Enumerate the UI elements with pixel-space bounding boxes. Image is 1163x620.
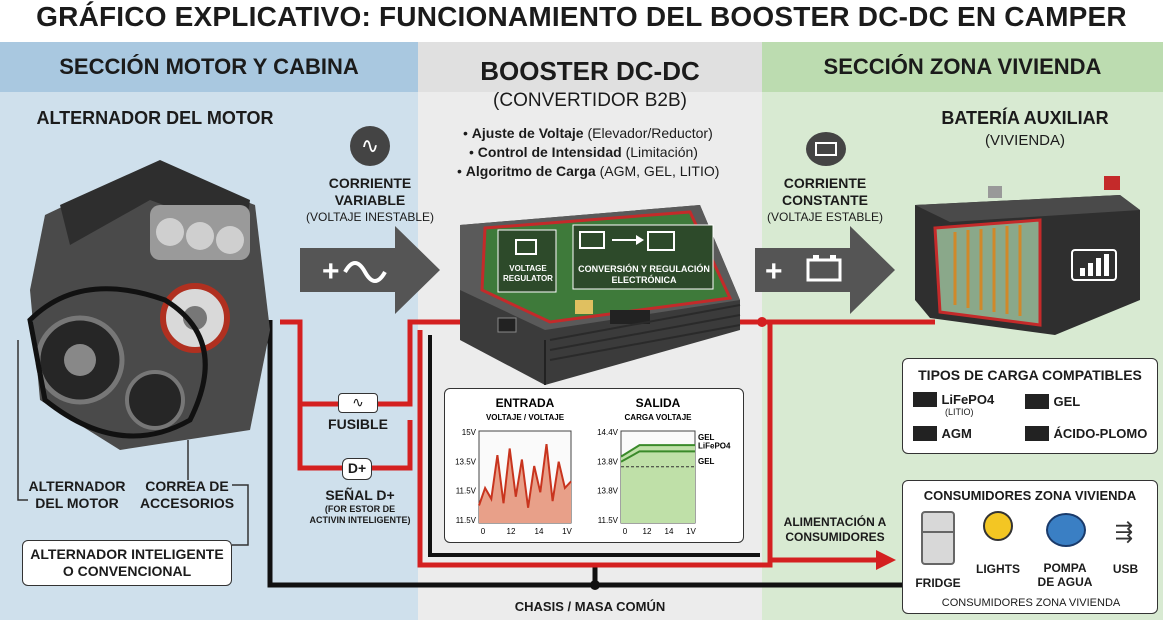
feature-list: • Ajuste de Voltaje (Elevador/Reductor) …	[455, 124, 755, 181]
smart-alternator-label: ALTERNADOR INTELIGENTE O CONVENCIONAL	[22, 540, 232, 586]
chassis-node	[590, 580, 600, 590]
x-tick-label: 12	[643, 527, 652, 536]
y-tick-label: 13.8V	[597, 487, 619, 496]
variable-current-title: CORRIENTE VARIABLE	[328, 175, 412, 208]
battery-node	[757, 317, 767, 327]
battery-icon	[1025, 426, 1049, 442]
y-tick-label: 13.8V	[597, 457, 619, 466]
consumer-label: POMPA DE AGUA	[1037, 561, 1093, 589]
x-tick-label: 0	[481, 527, 486, 536]
consumer-label: USB	[1112, 562, 1139, 576]
consumers-box: CONSUMIDORES ZONA VIVIENDA ⇶ FRIDGE LIGH…	[902, 480, 1158, 614]
pump-icon	[1046, 513, 1086, 547]
charge-type-item: AGM	[913, 425, 1023, 443]
svg-text:+: +	[322, 255, 340, 288]
y-tick-label: 13.5V	[455, 457, 477, 466]
y-tick-label: 11.5V	[456, 516, 477, 525]
chart-subtitle: CARGA VOLTAJE	[625, 413, 693, 422]
battery-title: BATERÍA AUXILIAR	[941, 108, 1109, 128]
charts-panel: ENTRADA VOLTAJE / VOLTAJE 15V 13.5V 11.5V 11.…	[444, 388, 744, 543]
feed-label: ALIMENTACIÓN A CONSUMIDORES	[783, 515, 887, 544]
battery-icon	[1025, 394, 1049, 410]
x-tick-label: 14	[535, 527, 544, 536]
x-tick-label: 12	[507, 527, 516, 536]
right-section-title: SECCIÓN ZONA VIVIENDA	[823, 54, 1102, 79]
series-label: LiFePO4	[698, 441, 731, 450]
feature-item: • Algoritmo de Carga (AGM, GEL, LITIO)	[457, 163, 720, 179]
feature-item: • Ajuste de Voltaje (Elevador/Reductor)	[463, 125, 713, 141]
left-section-title: SECCIÓN MOTOR Y CABINA	[59, 54, 359, 79]
battery-image	[915, 176, 1140, 335]
right-band	[762, 42, 1163, 92]
output-loop-wire	[417, 320, 773, 568]
charge-type-item: LiFePO4 (LITIO)	[913, 391, 1023, 417]
x-tick-label: 1V	[686, 527, 696, 536]
input-voltage-chart: ENTRADA VOLTAJE / VOLTAJE 15V 13.5V 11.5V 11.…	[455, 396, 572, 536]
inner-ground-wire	[428, 335, 760, 557]
consumers-footer: CONSUMIDORES ZONA VIVIENDA	[941, 597, 1121, 609]
booster-subtitle: (CONVERTIDOR B2B)	[493, 90, 687, 111]
alternator-label: ALTERNADOR DEL MOTOR	[28, 478, 126, 511]
series-fill	[621, 445, 695, 523]
dplus-icon: D+	[342, 458, 372, 480]
battery-icon	[806, 132, 846, 166]
feed-arrow	[876, 550, 896, 570]
booster-title: BOOSTER DC-DC	[480, 56, 700, 86]
dplus-subtitle: (FOR ESTOR DE ACTIVIN INTELIGENTE)	[309, 504, 411, 525]
series-label: GEL	[698, 457, 715, 466]
x-tick-label: 1V	[562, 527, 572, 536]
series-line	[478, 443, 572, 508]
series-label: GEL	[698, 433, 715, 442]
left-band	[0, 42, 418, 92]
belt-label: CORREA DE ACCESORIOS	[139, 478, 235, 511]
constant-current-title: CORRIENTE CONSTANTE	[781, 175, 869, 208]
series-line	[620, 444, 695, 458]
battery-icon	[913, 426, 937, 442]
battery-subtitle: (VIVIENDA)	[984, 132, 1065, 149]
dplus-title: SEÑAL D+	[325, 487, 395, 503]
charge-types-box: TIPOS DE CARGA COMPATIBLES LiFePO4 (LITI…	[902, 358, 1158, 454]
voltage-regulator-label: VOLTAGE REGULATOR	[503, 264, 553, 283]
chart-subtitle: VOLTAJE / VOLTAJE	[486, 413, 565, 422]
x-tick-label: 0	[623, 527, 628, 536]
y-tick-label: 14.4V	[597, 428, 619, 437]
charge-types-title: TIPOS DE CARGA COMPATIBLES	[918, 367, 1142, 383]
feature-item: • Control de Intensidad (Limitación)	[469, 144, 698, 160]
input-arrow	[300, 226, 440, 314]
page-title: GRÁFICO EXPLICATIVO: FUNCIONAMIENTO DEL …	[0, 0, 1163, 42]
positive-wire	[280, 319, 460, 407]
fridge-icon	[921, 511, 955, 565]
y-tick-label: 11.5V	[456, 487, 477, 496]
fuse-icon: ∿	[338, 393, 378, 413]
booster-device	[460, 205, 741, 385]
charge-type-item: GEL	[1025, 393, 1145, 411]
bulb-icon	[983, 511, 1013, 541]
consumer-label: LIGHTS	[976, 562, 1020, 576]
usb-icon: ⇶	[1114, 519, 1134, 544]
fuse-label: FUSIBLE	[328, 416, 388, 432]
chart-title: SALIDA	[636, 396, 681, 410]
constant-current-sub: (VOLTAJE ESTABLE)	[766, 210, 884, 224]
chassis-label: CHASIS / MASA COMÚN	[514, 599, 666, 614]
x-tick-label: 14	[665, 527, 674, 536]
y-tick-label: 11.5V	[598, 516, 619, 525]
middle-band	[418, 42, 762, 92]
variable-current-sub: (VOLTAJE INESTABLE)	[305, 210, 435, 224]
battery-icon	[913, 392, 937, 408]
conversion-label: CONVERSIÓN Y REGULACIÓN ELECTRÓNICA	[578, 264, 710, 285]
y-tick-label: 15V	[462, 428, 477, 437]
chart-title: ENTRADA	[496, 396, 555, 410]
ac-wave-icon: ∿	[350, 126, 390, 166]
series-line	[620, 450, 695, 463]
svg-text:+: +	[765, 255, 783, 288]
consumer-label: FRIDGE	[915, 576, 961, 590]
output-voltage-chart: SALIDA CARGA VOLTAJE 14.4V 13.8V 13.8V 11.5V 0…	[597, 396, 731, 536]
output-arrow	[755, 226, 895, 314]
charge-type-item: ÁCIDO-PLOMO	[1025, 425, 1155, 443]
alternator-heading: ALTERNADOR DEL MOTOR	[36, 108, 274, 128]
engine-image	[27, 160, 270, 450]
consumers-title: CONSUMIDORES ZONA VIVIENDA	[923, 488, 1137, 503]
